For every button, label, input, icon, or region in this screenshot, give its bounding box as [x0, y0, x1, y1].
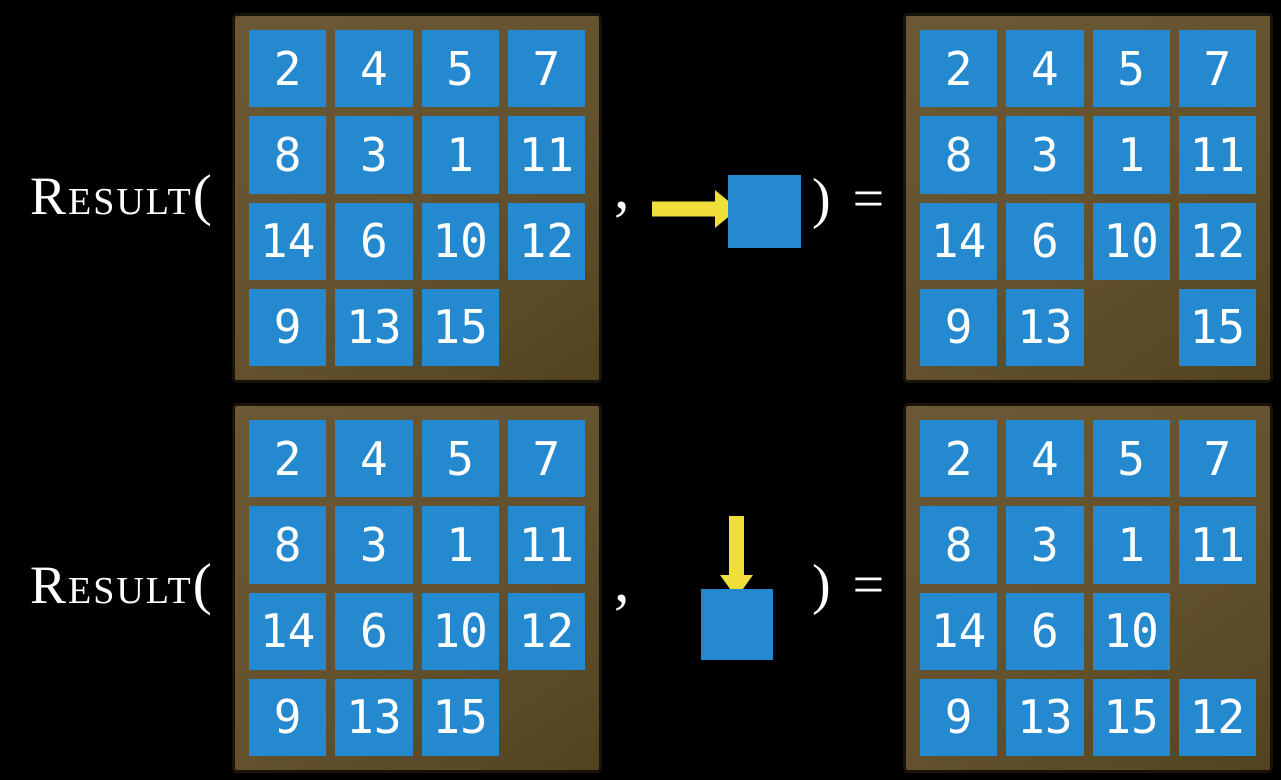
tile-5: 5	[1092, 30, 1170, 108]
tile-10: 10	[1092, 592, 1170, 670]
tile-2: 2	[249, 420, 327, 498]
tile-11: 11	[507, 506, 585, 584]
tile-15: 15	[421, 678, 499, 756]
tile-7: 7	[507, 30, 585, 108]
tile-12: 12	[507, 202, 585, 280]
result-function-label-1: Result(	[30, 167, 214, 224]
arrow-right-icon	[652, 190, 738, 228]
empty-cell	[1179, 593, 1256, 670]
function-name-1: Result	[30, 166, 193, 226]
tile-3: 3	[335, 506, 413, 584]
tile-12: 12	[507, 592, 585, 670]
tile-14: 14	[249, 592, 327, 670]
empty-cell	[508, 679, 585, 756]
tile-15: 15	[1178, 288, 1256, 366]
tile-6: 6	[1006, 592, 1084, 670]
tile-8: 8	[249, 506, 327, 584]
tile-8: 8	[920, 506, 998, 584]
close-paren-equals-1: ) =	[812, 168, 889, 230]
tile-7: 7	[1178, 30, 1256, 108]
tile-5: 5	[421, 420, 499, 498]
tile-3: 3	[335, 116, 413, 194]
tile-2: 2	[920, 420, 998, 498]
tile-8: 8	[920, 116, 998, 194]
tile-14: 14	[249, 202, 327, 280]
tile-15: 15	[421, 288, 499, 366]
tile-11: 11	[1178, 506, 1256, 584]
moved-tile-icon-2	[701, 589, 773, 660]
tile-4: 4	[335, 420, 413, 498]
arrow-down-icon	[720, 516, 753, 598]
tile-12: 12	[1178, 202, 1256, 280]
tile-10: 10	[421, 202, 499, 280]
tile-1: 1	[421, 506, 499, 584]
tile-6: 6	[335, 202, 413, 280]
tile-4: 4	[1006, 30, 1084, 108]
tile-7: 7	[1178, 420, 1256, 498]
tile-6: 6	[335, 592, 413, 670]
function-name-2: Result	[30, 555, 193, 615]
close-paren-equals-2: ) =	[812, 554, 889, 616]
open-paren-1: (	[192, 164, 214, 227]
tile-4: 4	[1006, 420, 1084, 498]
tile-14: 14	[920, 592, 998, 670]
tile-9: 9	[920, 288, 998, 366]
tile-9: 9	[920, 678, 998, 756]
tile-13: 13	[1006, 678, 1084, 756]
tile-3: 3	[1006, 506, 1084, 584]
moved-tile-icon-1	[728, 175, 801, 248]
tile-10: 10	[421, 592, 499, 670]
tile-4: 4	[335, 30, 413, 108]
tile-1: 1	[1092, 116, 1170, 194]
tile-3: 3	[1006, 116, 1084, 194]
open-paren-2: (	[192, 553, 214, 616]
empty-cell	[508, 289, 585, 366]
tile-1: 1	[1092, 506, 1170, 584]
empty-cell	[1093, 289, 1170, 366]
tile-11: 11	[1178, 116, 1256, 194]
tile-9: 9	[249, 678, 327, 756]
tile-2: 2	[249, 30, 327, 108]
comma-separator-2: ,	[614, 547, 630, 615]
result-function-label-2: Result(	[30, 556, 214, 613]
tile-6: 6	[1006, 202, 1084, 280]
tile-8: 8	[249, 116, 327, 194]
tile-2: 2	[920, 30, 998, 108]
tile-13: 13	[1006, 288, 1084, 366]
tile-9: 9	[249, 288, 327, 366]
tile-11: 11	[507, 116, 585, 194]
tile-15: 15	[1092, 678, 1170, 756]
tile-5: 5	[1092, 420, 1170, 498]
tile-5: 5	[421, 30, 499, 108]
tile-14: 14	[920, 202, 998, 280]
tile-13: 13	[335, 288, 413, 366]
tile-7: 7	[507, 420, 585, 498]
tile-13: 13	[335, 678, 413, 756]
tile-1: 1	[421, 116, 499, 194]
comma-separator-1: ,	[614, 154, 630, 222]
tile-12: 12	[1178, 678, 1256, 756]
tile-10: 10	[1092, 202, 1170, 280]
